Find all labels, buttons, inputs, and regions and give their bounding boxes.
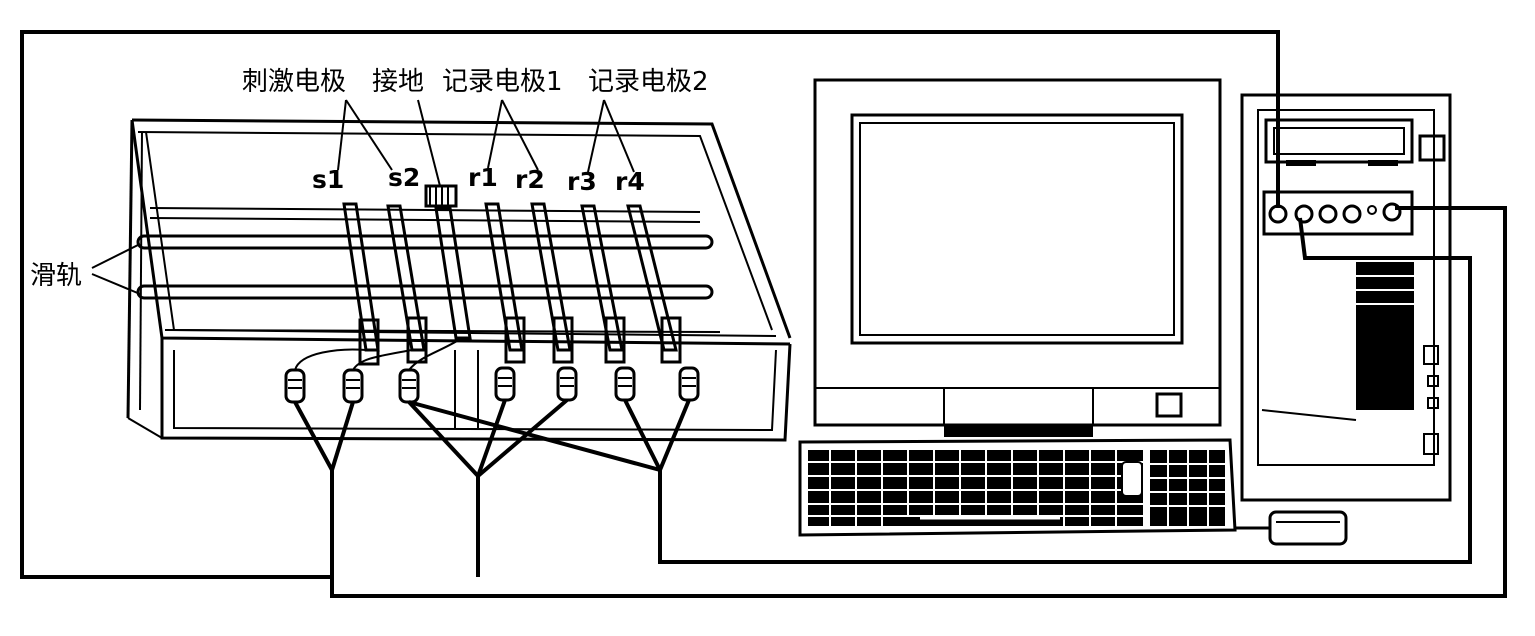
electrode-plate-ground (424, 184, 472, 340)
ground-label: 接地 (372, 67, 424, 97)
electrode-plate-r3 (580, 204, 626, 364)
computer-tower (1240, 93, 1452, 502)
slide-rail-label: 滑轨 (30, 261, 82, 291)
nerve-chamber (126, 118, 792, 442)
label-group: 刺激电极 接地 记录电极1 记录电极2 滑轨 s1 s2 r1 r2 r3 r4 (30, 67, 709, 291)
leader-lines (91, 99, 635, 295)
plug-1 (284, 368, 306, 404)
electrode-label-r1: r1 (468, 163, 498, 192)
electrode-label-r3: r3 (567, 167, 597, 196)
monitor (813, 78, 1222, 437)
electrode-plate-r1 (484, 202, 526, 364)
electrode-plate-s1 (342, 202, 380, 366)
electrode-plate-r2 (530, 202, 574, 364)
electrode-label-r2: r2 (515, 165, 545, 194)
slide-rails (136, 234, 714, 300)
electrode-plate-r4 (626, 204, 682, 364)
tower-button-icon (1418, 134, 1446, 162)
electrode-label-r4: r4 (615, 167, 645, 196)
electrode-label-s2: s2 (388, 163, 420, 192)
plug-2 (342, 368, 364, 404)
plug-4 (494, 366, 516, 402)
electrode-plate-s2 (386, 204, 428, 364)
plug-5 (556, 366, 578, 402)
plug-7 (678, 366, 700, 402)
cable-bundles (293, 398, 691, 478)
recording-electrode-2-label: 记录电极2 (588, 67, 709, 97)
electrode-plates (342, 184, 682, 366)
cable-loops (20, 30, 1507, 598)
plug-3 (398, 368, 420, 404)
keyboard (798, 438, 1237, 537)
connector-plugs (284, 337, 700, 404)
stim-electrode-label: 刺激电极 (242, 67, 346, 97)
recording-electrode-1-label: 记录电极1 (442, 67, 563, 97)
plug-6 (614, 366, 636, 402)
electrode-label-s1: s1 (312, 165, 344, 194)
mouse (1235, 510, 1348, 546)
power-button-icon (1155, 392, 1183, 418)
